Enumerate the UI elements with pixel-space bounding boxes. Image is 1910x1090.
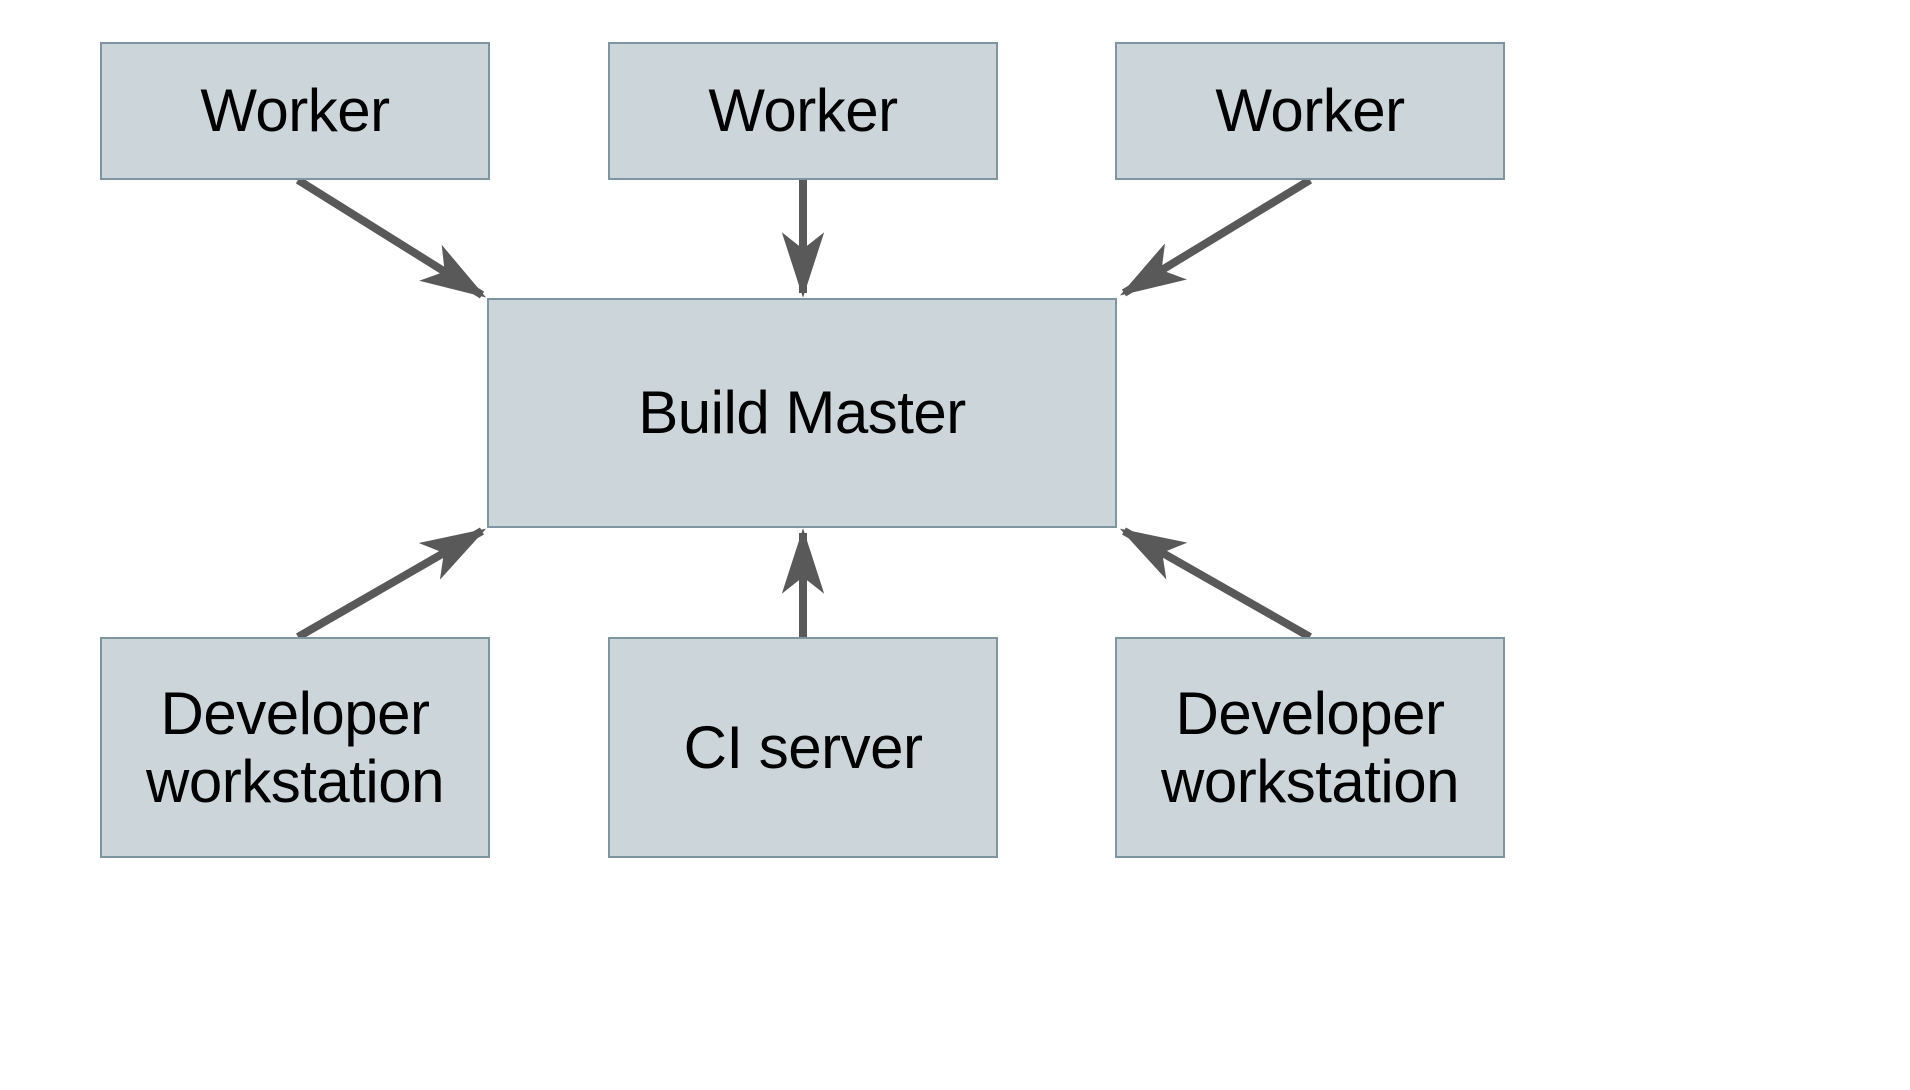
node-label: Build Master	[638, 379, 966, 447]
node-worker-right[interactable]: Worker	[1115, 42, 1505, 180]
node-label: CI server	[683, 713, 923, 781]
edge-worker-right-to-master	[1119, 176, 1313, 297]
edge-dev-left-to-master	[296, 527, 487, 641]
node-worker-center[interactable]: Worker	[608, 42, 998, 180]
node-label: Developer workstation	[146, 680, 444, 815]
node-developer-workstation-right[interactable]: Developer workstation	[1115, 637, 1505, 858]
edge-dev-right-to-master	[1119, 527, 1312, 641]
node-label: Worker	[200, 77, 390, 145]
node-build-master[interactable]: Build Master	[487, 298, 1117, 528]
node-developer-workstation-left[interactable]: Developer workstation	[100, 637, 490, 858]
node-label: Developer workstation	[1161, 680, 1459, 815]
node-worker-left[interactable]: Worker	[100, 42, 490, 180]
edge-worker-left-to-master	[295, 176, 487, 299]
node-ci-server[interactable]: CI server	[608, 637, 998, 858]
node-label: Worker	[1215, 77, 1405, 145]
node-label: Worker	[708, 77, 898, 145]
